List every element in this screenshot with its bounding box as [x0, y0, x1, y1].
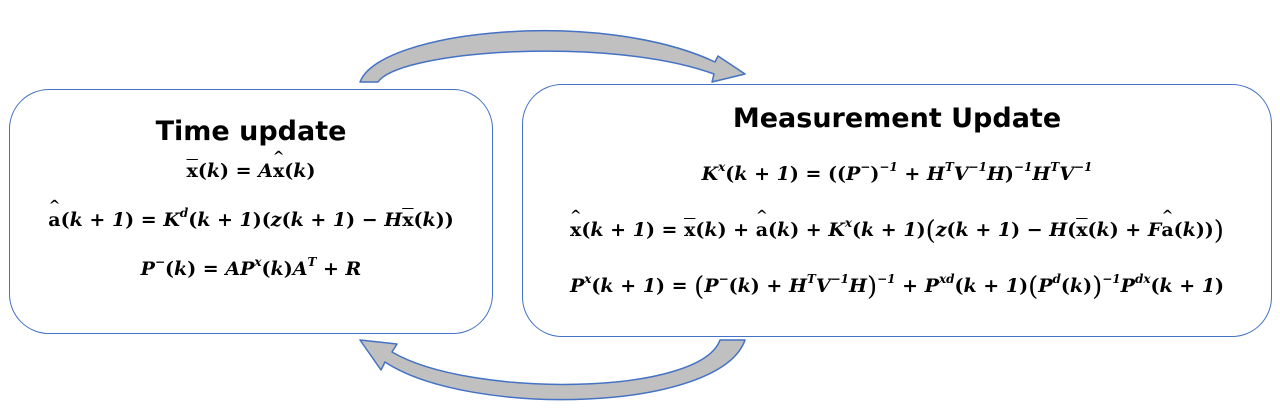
time-update-box: Time update x(k) = Ax(k) a(k + 1) = Kd(k…: [9, 89, 493, 334]
measurement-update-title: Measurement Update: [732, 103, 1062, 134]
time-update-title: Time update: [155, 116, 347, 147]
measurement-update-box: Measurement Update Kx(k + 1) = ((P−)−1 +…: [522, 84, 1272, 337]
measurement-update-equation-2: x(k + 1) = x(k) + a(k) + Kx(k + 1)(z(k +…: [523, 215, 1271, 244]
measurement-update-equation-3: Px(k + 1) = (P−(k) + HTV−1H)−1 + Pxd(k +…: [569, 272, 1225, 302]
time-update-equation-3: P−(k) = APx(k)AT + R: [140, 255, 362, 280]
time-update-equation-1: x(k) = Ax(k): [10, 162, 492, 181]
time-update-equation-2: a(k + 1) = Kd(k + 1)(z(k + 1) − Hx(k)): [10, 207, 492, 230]
measurement-update-equation-1: Kx(k + 1) = ((P−)−1 + HTV−1H)−1HTV−1: [701, 160, 1093, 185]
arrow-time-to-measurement: [359, 30, 746, 83]
arrow-measurement-to-time: [359, 339, 746, 401]
